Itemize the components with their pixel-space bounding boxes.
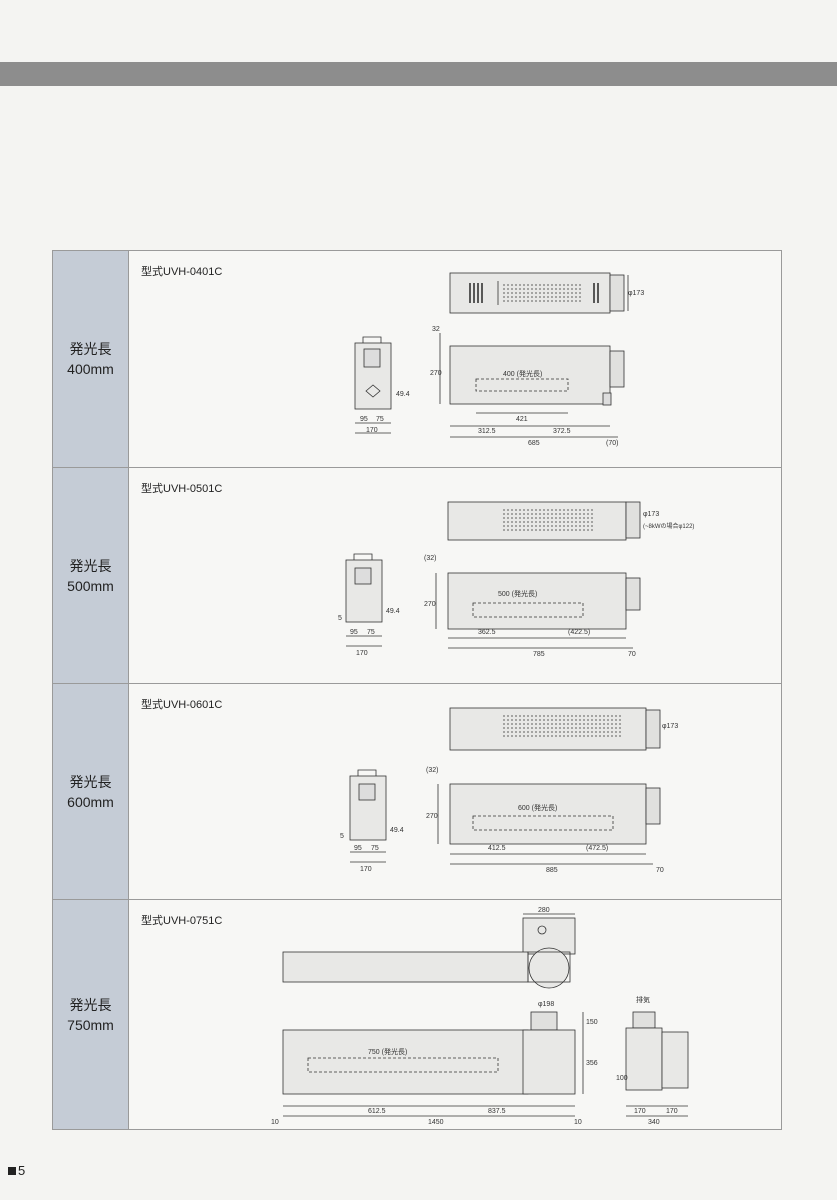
width-a-dim: 95 [360,416,368,423]
page-marker [8,1167,16,1175]
side-height-dim: 100 [616,1075,628,1082]
model-number: 型式UVH-0401C [141,266,223,278]
header-band [0,62,837,86]
side-b-dim: 170 [666,1108,678,1115]
spec-table: 発光長 400mm 型式UVH-0401C [52,250,782,1130]
small-dim: 5 [340,833,344,840]
diameter-dim: φ173 [643,511,659,518]
light-length-label: 発光長 500mm [53,468,129,683]
right-dim: (472.5) [586,845,608,852]
total-width-dim: 170 [360,866,372,873]
side-total-dim: 340 [648,1119,660,1126]
dimension-drawing: 280 φ198 150 356 750 (発光長) 612.5 837.5 1… [128,900,778,1129]
lamp-length-label: 600 (発光長) [518,803,557,812]
lamp-length-label: 400 (発光長) [503,369,542,378]
label-line2: 600mm [67,793,114,810]
model-number: 型式UVH-0601C [141,699,223,711]
spec-row-600: 発光長 600mm 型式UVH-0601C [53,684,781,900]
model-number: 型式UVH-0501C [141,483,223,495]
left-dim: 412.5 [488,845,506,852]
light-length-label: 発光長 600mm [53,684,129,899]
top-dim: (32) [426,767,438,774]
total-width-dim: 170 [356,650,368,657]
right-dim: (422.5) [568,629,590,636]
model-number: 型式UVH-0751C [141,915,223,927]
left-dim: 312.5 [478,428,496,435]
lamp-length-label: 750 (発光長) [368,1047,407,1056]
base-height-dim: 49.4 [386,608,400,615]
top-dim: (32) [424,555,436,562]
right-dim: 837.5 [488,1108,506,1115]
width-b-dim: 75 [371,845,379,852]
height-dim: 270 [424,601,436,608]
left-dim: 362.5 [478,629,496,636]
page-number: 5 [8,1163,25,1178]
duct-diameter-dim: φ198 [538,1001,554,1008]
label-line2: 750mm [67,1016,114,1033]
height-dim: 270 [426,813,438,820]
light-length-label: 発光長 750mm [53,900,129,1129]
diameter-dim: φ173 [628,290,644,297]
dimension-drawing: 600 (発光長) 412.5 (472.5) 885 70 95 75 170… [128,684,778,900]
base-height-dim: 49.4 [390,827,404,834]
total-length-dim: 1450 [428,1119,444,1126]
width-a-dim: 95 [354,845,362,852]
height-dim: 270 [430,370,442,377]
base-height-dim: 49.4 [396,391,410,398]
span-dim: 421 [516,416,528,423]
duct-width-dim: 280 [538,907,550,914]
duct-height-dim: 150 [586,1019,598,1026]
height-dim: 356 [586,1060,598,1067]
dimension-drawing: 500 (発光長) 362.5 (422.5) 785 70 95 75 170… [128,468,778,684]
exhaust-label: 排気 [636,995,650,1004]
diameter-note: (~8kWの場合φ122) [643,522,694,530]
label-line1: 発光長 [69,773,112,790]
width-b-dim: 75 [376,416,384,423]
spec-row-500: 発光長 500mm 型式UVH-0501C [53,468,781,684]
small-dim: 5 [338,615,342,622]
tail-dim: (70) [606,440,618,447]
label-line1: 発光長 [69,341,112,357]
label-line1: 発光長 [69,557,112,574]
total-length-dim: 885 [546,867,558,874]
lamp-length-label: 500 (発光長) [498,589,537,598]
width-b-dim: 75 [367,629,375,636]
right-dim: 372.5 [553,428,571,435]
spec-row-400: 発光長 400mm 型式UVH-0401C [53,251,781,468]
spec-row-750: 発光長 750mm 型式UVH-0751C [53,900,781,1129]
label-line2: 500mm [67,577,114,594]
page-number-text: 5 [18,1163,26,1178]
dimension-drawing: 400 (発光長) 421 312.5 372.5 685 (70) 95 75… [128,251,778,468]
side-a-dim: 170 [634,1108,646,1115]
width-a-dim: 95 [350,629,358,636]
top-dim: 32 [432,326,440,333]
left-dim: 612.5 [368,1108,386,1115]
label-line2: 400mm [67,361,114,377]
light-length-label: 発光長 400mm [53,251,129,467]
end-right-dim: 10 [574,1119,582,1126]
total-width-dim: 170 [366,427,378,434]
total-length-dim: 785 [533,651,545,658]
tail-dim: 70 [628,651,636,658]
tail-dim: 70 [656,867,664,874]
diameter-dim: φ173 [662,723,678,730]
total-length-dim: 685 [528,440,540,447]
label-line1: 発光長 [69,996,112,1013]
end-left-dim: 10 [271,1119,279,1126]
bleed-through-text [64,104,69,122]
